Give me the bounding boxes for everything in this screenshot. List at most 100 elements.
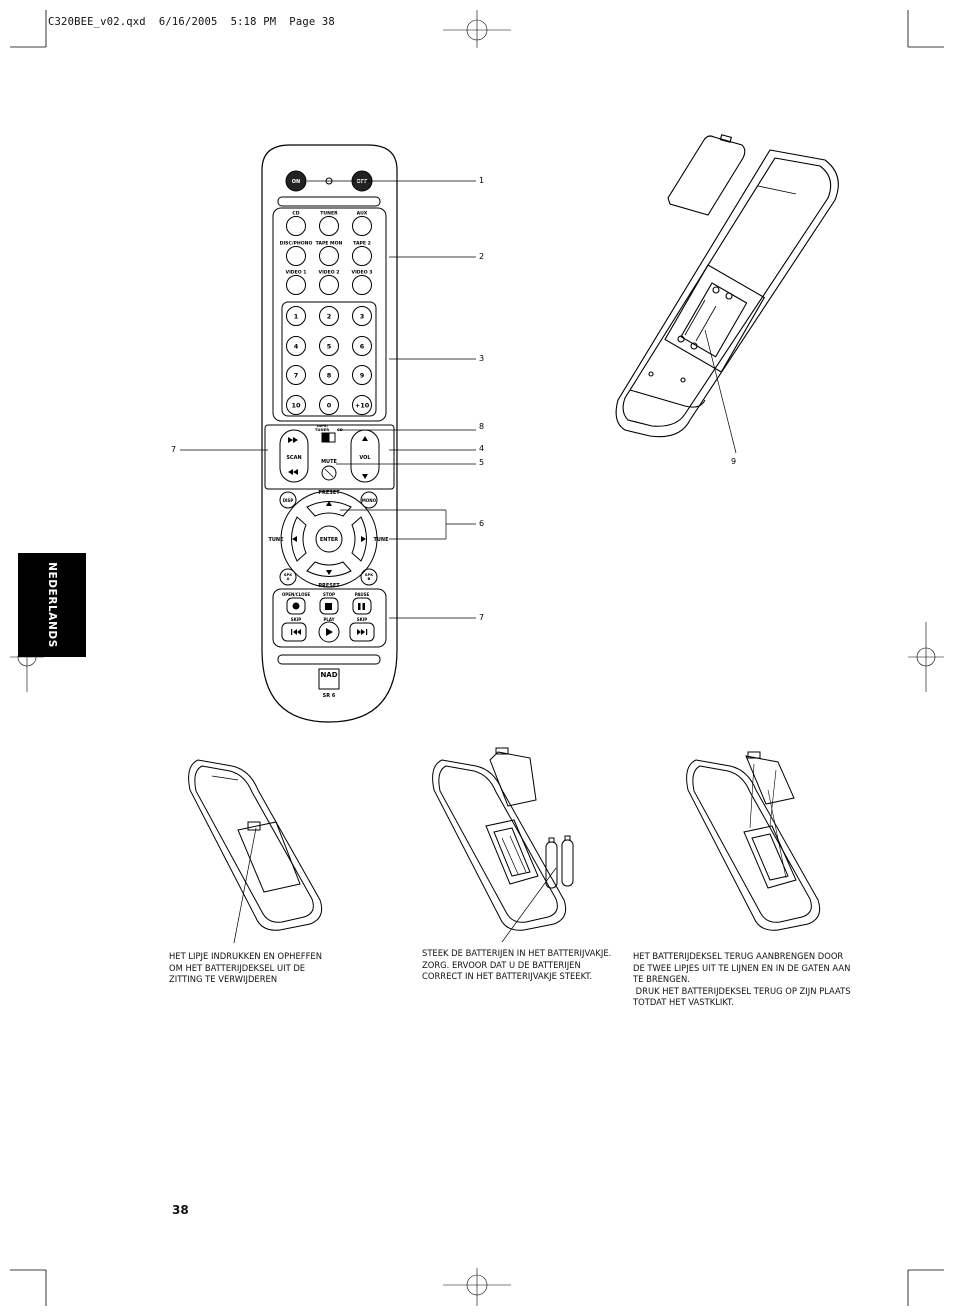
- keypad-button[interactable]: [319, 365, 339, 385]
- keypad-button[interactable]: [352, 365, 372, 385]
- transport-button[interactable]: [286, 597, 306, 615]
- source-label: TAPE 2: [353, 241, 371, 247]
- keypad-label: 2: [327, 312, 332, 320]
- keypad-button[interactable]: [352, 336, 372, 356]
- skip-back-button[interactable]: [281, 622, 307, 642]
- skip-back-icon: [291, 629, 301, 635]
- caption-step3-line-b: DRUK HET BATTERIJDEKSEL TERUG OP ZIJN PL…: [633, 985, 854, 1008]
- removed-cover: [489, 751, 537, 807]
- transport-top-label: PAUSE: [355, 592, 370, 597]
- disp-label: DISP: [283, 498, 294, 503]
- play-button[interactable]: [318, 621, 340, 643]
- callout-7-left: 7: [171, 445, 176, 454]
- tune-left-arrow-icon: [292, 536, 297, 542]
- print-slug: C320BEE_v02.qxd 6/16/2005 5:18 PM Page 3…: [48, 16, 335, 28]
- source-button[interactable]: [286, 275, 306, 295]
- tune-right-label: TUNE: [373, 537, 389, 543]
- source-label: VIDEO 1: [286, 270, 307, 276]
- callout-8: 8: [479, 422, 484, 431]
- keypad-label: 7: [294, 371, 299, 379]
- scan-rocker: [279, 429, 309, 483]
- source-label: DISC/PHONO: [280, 241, 313, 247]
- keypad-button[interactable]: [286, 395, 306, 415]
- brand-logo: NAD: [320, 671, 337, 679]
- enter-button: [315, 525, 343, 553]
- tune-right-arrow-icon: [361, 536, 366, 542]
- stop-icon: [325, 603, 332, 610]
- battery-aa-1: [545, 841, 558, 889]
- source-button[interactable]: [352, 275, 372, 295]
- keypad-button[interactable]: [319, 395, 339, 415]
- source-button[interactable]: [319, 275, 339, 295]
- spk-a-button: [279, 568, 297, 586]
- spk-b-button: [360, 568, 378, 586]
- source-button[interactable]: [286, 216, 306, 236]
- step1-remote: [188, 759, 323, 944]
- keypad-label: 6: [360, 342, 365, 350]
- source-button[interactable]: [319, 216, 339, 236]
- keypad-button[interactable]: [319, 306, 339, 326]
- scan-vol-panel: [264, 424, 395, 490]
- callout-3: 3: [479, 354, 484, 363]
- keypad-button[interactable]: [286, 306, 306, 326]
- preset-top-label: PRESET: [318, 490, 340, 496]
- keypad-button[interactable]: [286, 365, 306, 385]
- registration-mark-right: [908, 622, 944, 692]
- source-button[interactable]: [286, 246, 306, 266]
- enter-label: ENTER: [320, 537, 338, 543]
- source-label: TUNER: [320, 211, 338, 217]
- preset-up-arrow-icon: [326, 501, 332, 506]
- tape-cd-switch: [321, 432, 336, 443]
- source-label: CD: [292, 211, 299, 217]
- nad-logo-box: [318, 668, 340, 690]
- spk-b-label-1: SPK: [365, 572, 375, 577]
- keypad-button[interactable]: [352, 306, 372, 326]
- keypad-label: 0: [327, 401, 332, 409]
- skip-forward-icon: [357, 629, 368, 635]
- remote-front-view: [261, 144, 398, 723]
- source-label: VIDEO 2: [319, 270, 340, 276]
- source-label: TAPE MON: [316, 241, 343, 247]
- step2-remote: [432, 747, 574, 943]
- tune-left-label: TUNE: [268, 537, 284, 543]
- navigation-ring: [280, 490, 378, 588]
- spk-b-label-2: B: [368, 576, 371, 581]
- source-button[interactable]: [352, 216, 372, 236]
- preset-up-key: [306, 501, 352, 517]
- tune-left-key: [291, 516, 307, 562]
- transport-button[interactable]: [319, 597, 339, 615]
- callout-9: 9: [731, 457, 736, 466]
- callout-2: 2: [479, 252, 484, 261]
- skip-forward-button[interactable]: [349, 622, 375, 642]
- keypad-label: +10: [355, 401, 370, 409]
- source-button[interactable]: [319, 246, 339, 266]
- registration-mark-top: [443, 10, 511, 48]
- source-button[interactable]: [352, 246, 372, 266]
- battery-cover-installed: [237, 821, 301, 893]
- callout-5: 5: [479, 458, 484, 467]
- transport-bottom-label: SKIP: [357, 617, 367, 622]
- scan-label: SCAN: [286, 455, 301, 461]
- language-tab: NEDERLANDS: [18, 553, 86, 657]
- transport-button[interactable]: [352, 597, 372, 615]
- keypad-button[interactable]: [286, 336, 306, 356]
- callout-4: 4: [479, 444, 484, 453]
- vol-up-icon: [362, 436, 368, 441]
- tape-tuner-label-2: TUNER: [315, 427, 329, 432]
- keypad-label: 3: [360, 312, 365, 320]
- caption-step3-line-a: HET BATTERIJDEKSEL TERUG AANBRENGEN DOOR…: [633, 951, 851, 985]
- transport-top-label: STOP: [323, 592, 335, 597]
- vol-down-icon: [362, 474, 368, 479]
- keypad-button[interactable]: [352, 395, 372, 415]
- rewind-icon: [288, 469, 298, 475]
- model-label: SR 6: [323, 693, 336, 699]
- tape-tuner-label-1: TAPE/: [316, 423, 329, 428]
- spk-a-label-1: SPK: [284, 572, 294, 577]
- keypad-label: 10: [291, 401, 301, 409]
- play-icon: [326, 628, 333, 636]
- cover-realign: [745, 755, 795, 805]
- keypad-button[interactable]: [319, 336, 339, 356]
- preset-bottom-label: PRESET: [318, 583, 340, 589]
- battery-compartment: [664, 264, 766, 373]
